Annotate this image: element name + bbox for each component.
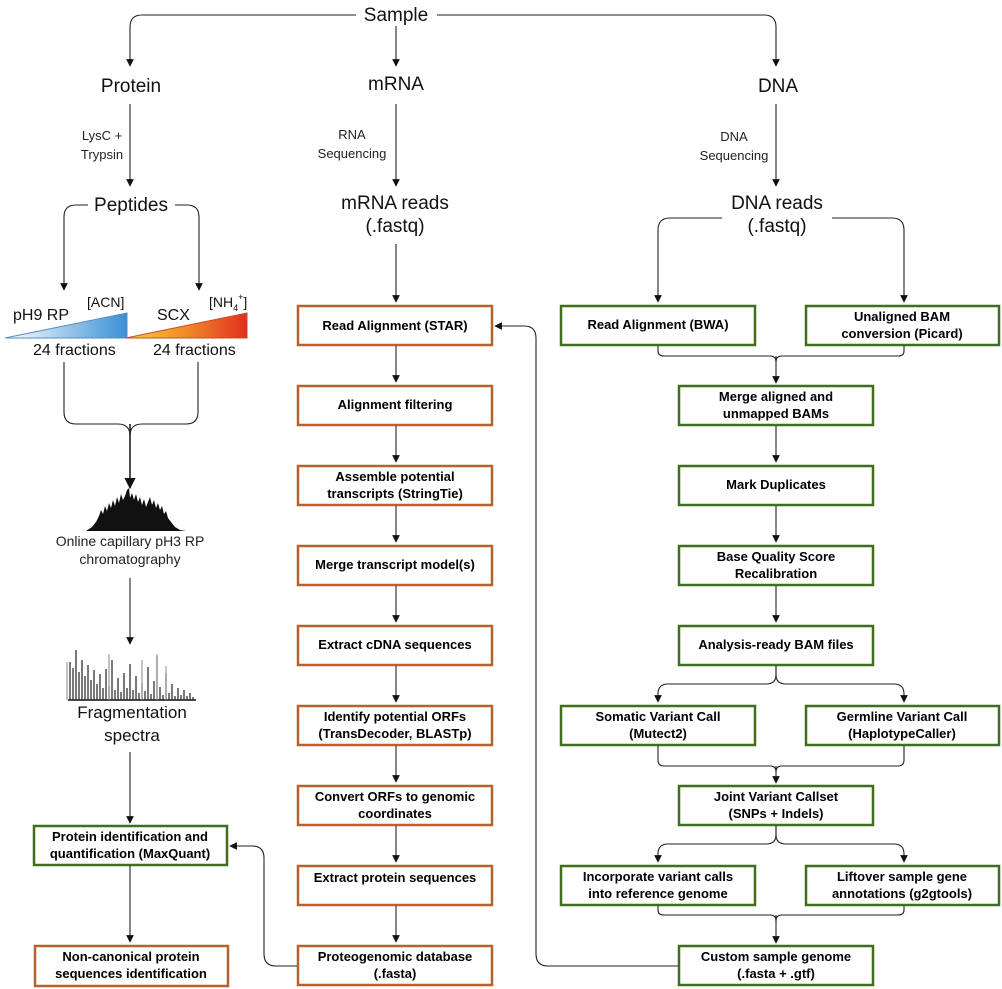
chromatography-label-line2: chromatography	[79, 551, 180, 567]
identify-orfs-box[interactable]: Identify potential ORFs (TransDecoder, B…	[296, 704, 494, 747]
merge-bams-box[interactable]: Merge aligned and unmapped BAMs	[677, 384, 875, 427]
liftover-box-line1: Liftover sample gene	[837, 869, 967, 884]
joint-variant-box-line1: Joint Variant Callset	[714, 789, 839, 804]
star-alignment-box[interactable]: Read Alignment (STAR)	[296, 304, 494, 347]
proteogenomic-db-box-line1: Proteogenomic database	[318, 949, 473, 964]
rna-sequencing-step-line1: RNA	[338, 127, 366, 142]
incorporate-variants-box-line2: into reference genome	[588, 886, 727, 901]
alignment-filtering-box[interactable]: Alignment filtering	[296, 384, 494, 427]
joint-variant-box[interactable]: Joint Variant Callset (SNPs + Indels)	[677, 784, 875, 827]
stringtie-box[interactable]: Assemble potential transcripts (StringTi…	[296, 464, 494, 507]
dna-sequencing-step-line1: DNA	[720, 129, 748, 144]
scx-label: SCX	[157, 307, 190, 324]
mrna-label: mRNA	[368, 74, 424, 95]
mark-duplicates-box[interactable]: Mark Duplicates	[677, 464, 875, 507]
convert-orfs-box-line1: Convert ORFs to genomic	[315, 789, 475, 804]
convert-orfs-box[interactable]: Convert ORFs to genomic coordinates	[296, 784, 494, 827]
acn-gradient-triangle	[4, 312, 128, 339]
fragmentation-label-line2: spectra	[104, 726, 160, 745]
mark-duplicates-box-line1: Mark Duplicates	[726, 477, 826, 492]
analysis-ready-bam-box-line1: Analysis-ready BAM files	[698, 637, 853, 652]
analysis-ready-bam-box[interactable]: Analysis-ready BAM files	[677, 624, 875, 667]
extract-cdna-box-line1: Extract cDNA sequences	[318, 637, 471, 652]
dna-reads-line1: DNA reads	[731, 193, 823, 214]
noncanonical-box[interactable]: Non-canonical protein sequences identifi…	[33, 944, 230, 988]
joint-variant-box-line2: (SNPs + Indels)	[729, 806, 824, 821]
merge-transcript-box-line1: Merge transcript model(s)	[315, 557, 475, 572]
custom-genome-box[interactable]: Custom sample genome (.fasta + .gtf)	[677, 944, 875, 987]
maxquant-box-line2: quantification (MaxQuant)	[50, 846, 210, 861]
identify-orfs-box-line1: Identify potential ORFs	[324, 709, 466, 724]
incorporate-variants-box-line1: Incorporate variant calls	[583, 869, 733, 884]
nh4-gradient-triangle	[125, 312, 248, 339]
mrna-reads-line2: (.fastq)	[365, 216, 424, 237]
merge-bams-box-line2: unmapped BAMs	[723, 406, 829, 421]
bwa-alignment-box[interactable]: Read Alignment (BWA)	[559, 304, 757, 347]
bqsr-box[interactable]: Base Quality Score Recalibration	[677, 544, 875, 587]
alignment-filtering-box-line1: Alignment filtering	[338, 397, 453, 412]
peptides-label: Peptides	[94, 195, 168, 216]
germline-variant-box[interactable]: Germline Variant Call (HaplotypeCaller)	[804, 704, 1001, 747]
germline-variant-box-line2: (HaplotypeCaller)	[848, 726, 956, 741]
merge-bams-box-line1: Merge aligned and	[719, 389, 833, 404]
picard-box-line1: Unaligned BAM	[854, 309, 950, 324]
proteogenomic-db-box[interactable]: Proteogenomic database (.fasta)	[296, 944, 494, 987]
identify-orfs-box-line2: (TransDecoder, BLASTp)	[318, 726, 471, 741]
scx-fractions: 24 fractions	[153, 342, 236, 359]
picard-box-line2: conversion (Picard)	[841, 326, 962, 341]
merge-transcript-box[interactable]: Merge transcript model(s)	[296, 544, 494, 587]
protein-label: Protein	[101, 76, 161, 97]
dna-label: DNA	[758, 76, 798, 97]
incorporate-variants-box[interactable]: Incorporate variant calls into reference…	[559, 864, 757, 907]
mrna-reads-line1: mRNA reads	[341, 193, 449, 214]
bqsr-box-line1: Base Quality Score	[717, 549, 836, 564]
lysc-trypsin-step-line2: Trypsin	[81, 147, 123, 162]
extract-cdna-box[interactable]: Extract cDNA sequences	[296, 624, 494, 667]
bwa-alignment-box-line1: Read Alignment (BWA)	[587, 317, 728, 332]
nh4-gradient-label: [NH4+]	[209, 292, 247, 313]
picard-box[interactable]: Unaligned BAM conversion (Picard)	[804, 304, 1001, 347]
bqsr-box-line2: Recalibration	[735, 566, 817, 581]
rna-sequencing-step-line2: Sequencing	[318, 146, 387, 161]
sample-label: Sample	[364, 5, 428, 26]
extract-protein-box[interactable]: Extract protein sequences	[296, 864, 494, 907]
somatic-variant-box[interactable]: Somatic Variant Call (Mutect2)	[559, 704, 757, 747]
custom-genome-box-line2: (.fasta + .gtf)	[737, 966, 815, 981]
maxquant-box[interactable]: Protein identification and quantificatio…	[32, 824, 229, 867]
ph9-rp-fractionation: pH9 RP [ACN] 24 fractions	[4, 294, 128, 359]
somatic-variant-box-line1: Somatic Variant Call	[596, 709, 721, 724]
maxquant-box-line1: Protein identification and	[52, 829, 208, 844]
lysc-trypsin-step-line1: LysC +	[82, 128, 122, 143]
somatic-variant-box-line2: (Mutect2)	[629, 726, 687, 741]
ph9-rp-label: pH9 RP	[13, 307, 69, 324]
proteogenomic-db-box-line2: (.fasta)	[374, 966, 417, 981]
chromatography-label-line1: Online capillary pH3 RP	[56, 533, 205, 549]
scx-fractionation: SCX [NH4+] 24 fractions	[125, 292, 248, 359]
liftover-box[interactable]: Liftover sample gene annotations (g2gtoo…	[804, 864, 1001, 907]
liftover-box-line2: annotations (g2gtools)	[832, 886, 972, 901]
ph9-rp-fractions: 24 fractions	[33, 342, 116, 359]
dna-sequencing-step-line2: Sequencing	[700, 148, 769, 163]
dna-reads-line2: (.fastq)	[747, 216, 806, 237]
stringtie-box-line1: Assemble potential	[335, 469, 454, 484]
star-alignment-box-line1: Read Alignment (STAR)	[322, 318, 467, 333]
stringtie-box-line2: transcripts (StringTie)	[327, 486, 463, 501]
chromatogram-trace	[86, 488, 186, 531]
extract-protein-box-line1: Extract protein sequences	[314, 870, 477, 885]
fragmentation-spectra-plot	[66, 650, 196, 701]
germline-variant-box-line1: Germline Variant Call	[837, 709, 968, 724]
fragmentation-label-line1: Fragmentation	[77, 703, 187, 722]
custom-genome-box-line1: Custom sample genome	[701, 949, 851, 964]
acn-gradient-label: [ACN]	[87, 294, 124, 310]
noncanonical-box-line1: Non-canonical protein	[62, 949, 199, 964]
noncanonical-box-line2: sequences identification	[55, 966, 207, 981]
convert-orfs-box-line2: coordinates	[358, 806, 432, 821]
